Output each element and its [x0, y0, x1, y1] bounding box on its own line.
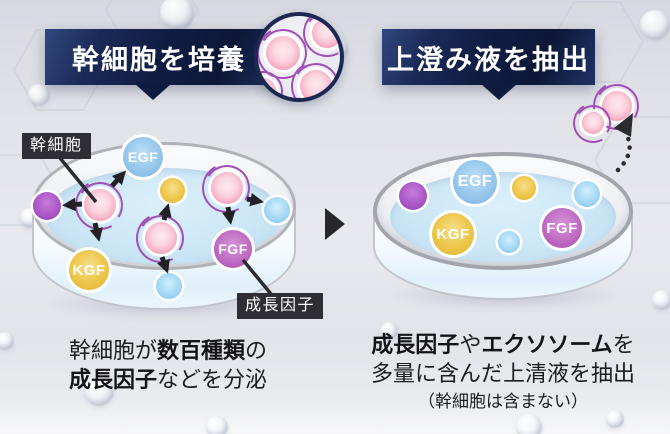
caption-bold-text: 成長因子	[371, 332, 460, 357]
stem-cell	[130, 207, 192, 269]
stem-cell	[196, 157, 258, 219]
caption-right: 成長因子やエクソソームを 多量に含んだ上清液を抽出 （幹細胞は含まない）	[345, 330, 661, 414]
banner-extract: 上澄み液を抽出	[382, 29, 595, 85]
egf-circle: EGF	[123, 137, 163, 177]
caption-right-line1: 成長因子やエクソソームを	[345, 330, 661, 359]
purple-factor-dot	[399, 182, 427, 210]
bubble	[160, 0, 194, 30]
stem-cell-removed	[568, 98, 618, 148]
egf-label: EGF	[127, 149, 159, 165]
growth-factor-tag-label: 成長因子	[245, 297, 316, 314]
banner-culture-label: 幹細胞を培養	[72, 44, 246, 75]
caption-text: などを分泌	[157, 367, 268, 392]
kgf-label: KGF	[436, 225, 470, 243]
blue-factor-dot	[498, 231, 520, 253]
caption-right-line2: 多量に含んだ上清液を抽出	[370, 361, 635, 386]
magnified-cells-inset	[254, 12, 344, 102]
caption-text: を	[612, 332, 635, 357]
banner-culture: 幹細胞を培養	[45, 29, 285, 85]
floor-highlight	[0, 398, 670, 434]
kgf-label: KGF	[72, 261, 106, 279]
caption-bold-text: 成長因子	[68, 367, 157, 392]
caption-left-line1: 幹細胞が数百種類の	[10, 336, 326, 365]
fgf-circle: FGF	[542, 208, 582, 248]
caption-left-line2: 成長因子などを分泌	[10, 365, 326, 394]
banner-extract-label: 上澄み液を抽出	[387, 44, 590, 75]
blue-factor-dot	[574, 181, 600, 207]
bubble	[652, 290, 670, 310]
caption-right-note: （幹細胞は含まない）	[418, 392, 588, 411]
stem-cell	[297, 16, 340, 63]
blue-factor-dot	[156, 273, 182, 299]
stem-cell	[69, 174, 131, 236]
kgf-circle: KGF	[69, 250, 109, 290]
yellow-factor-dot	[160, 178, 185, 203]
bubble	[206, 416, 228, 434]
banner-extract-pointer	[481, 84, 517, 100]
stem-cell	[258, 20, 316, 86]
stem-cell	[258, 67, 287, 98]
egf-circle: EGF	[453, 160, 497, 204]
hexagon	[593, 116, 670, 204]
caption-text: 幹細胞が	[68, 338, 157, 363]
stem-cell-tag: 幹細胞	[22, 133, 91, 159]
caption-bold-text: エクソソーム	[481, 332, 613, 357]
bubble	[380, 322, 398, 340]
blue-factor-dot	[264, 197, 290, 223]
bubble	[0, 332, 14, 350]
bubble	[84, 376, 114, 406]
bubble	[640, 10, 670, 40]
bubble	[516, 414, 542, 434]
egf-label: EGF	[457, 173, 493, 190]
stem-cell-tag-label: 幹細胞	[30, 137, 83, 154]
purple-factor-dot	[33, 192, 61, 220]
caption-text: の	[245, 338, 268, 363]
fgf-label: FGF	[218, 241, 248, 257]
caption-text: や	[459, 332, 482, 357]
fgf-circle: FGF	[214, 230, 252, 268]
kgf-circle: KGF	[432, 213, 474, 255]
stem-cell	[285, 55, 340, 98]
caption-bold-text: 数百種類	[156, 338, 245, 363]
step-arrow-icon	[325, 208, 345, 240]
growth-factor-tag: 成長因子	[237, 293, 324, 319]
fgf-label: FGF	[546, 219, 578, 237]
bubble	[606, 410, 624, 428]
bubble	[28, 84, 50, 106]
yellow-factor-dot	[512, 176, 536, 200]
banner-culture-pointer	[135, 84, 171, 100]
caption-left: 幹細胞が数百種類の 成長因子などを分泌	[10, 336, 326, 394]
